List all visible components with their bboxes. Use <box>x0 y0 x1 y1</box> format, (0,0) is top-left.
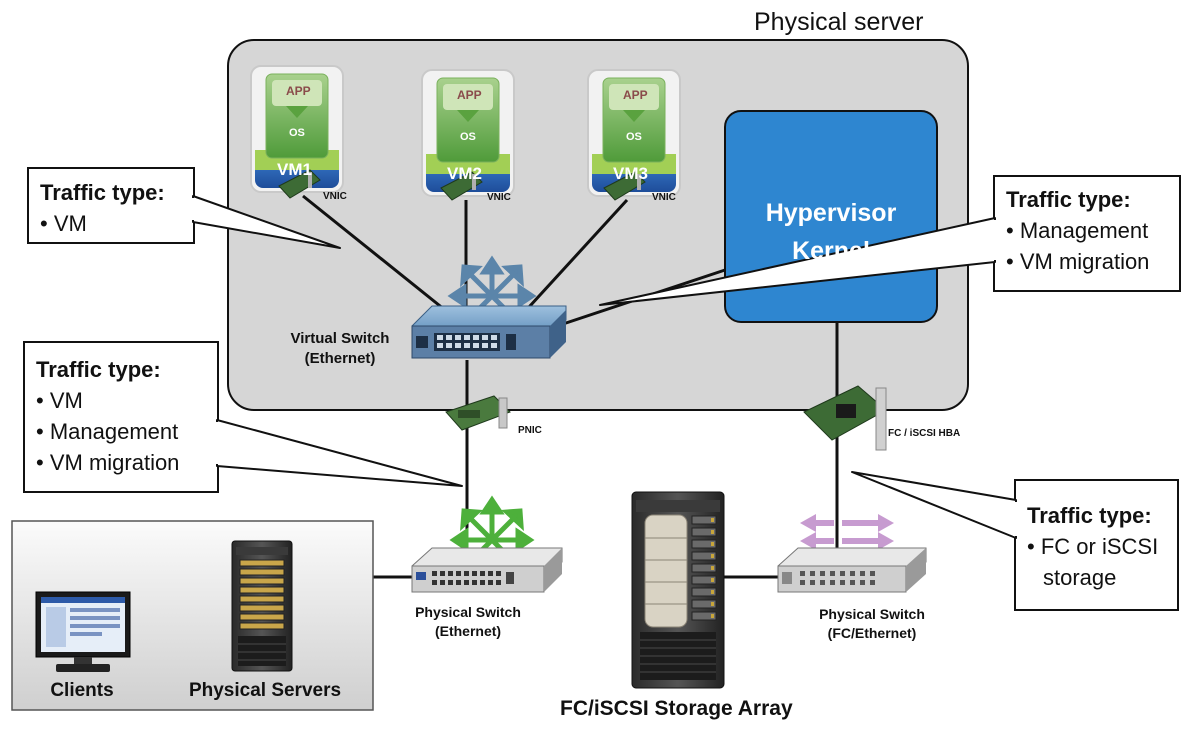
monitor-icon <box>35 591 131 672</box>
callout-migration-item: VM migration <box>1006 246 1150 277</box>
virtual-switch-line2: (Ethernet) <box>304 350 376 367</box>
hba-label: FC / iSCSI HBA <box>888 428 961 439</box>
physical-switch-ethernet-label: Physical Switch (Ethernet) <box>402 603 534 641</box>
physical-server-title: Physical server <box>754 8 924 36</box>
callout-storage-item: FC or iSCSI <box>1027 531 1158 562</box>
vnic-card-icon <box>440 171 483 201</box>
callout-vm-management-migration-text: Traffic type: VM Management VM migration <box>36 354 179 478</box>
fc-switch-line1: Physical Switch <box>819 606 925 622</box>
vm3-name: VM3 <box>613 164 648 183</box>
eth-switch-line2: (Ethernet) <box>434 623 502 639</box>
callout-3-title: Traffic type: <box>36 357 161 382</box>
callout-storage-item-cont: storage <box>1043 565 1117 590</box>
hypervisor-label: Hypervisor Kernel <box>727 194 935 270</box>
physical-switch-fc-device <box>777 547 927 593</box>
physical-switch-ethernet-device <box>411 547 563 593</box>
vm3-os-label: OS <box>626 131 642 143</box>
hba-card-icon <box>803 385 887 451</box>
storage-array-label: FC/iSCSI Storage Array <box>560 697 793 720</box>
vnic-card-icon <box>603 171 646 201</box>
vm2-vnic-label: VNIC <box>487 192 511 203</box>
server-rack-icon <box>231 540 293 672</box>
callout-3-item-migration: VM migration <box>36 447 180 478</box>
callout-vm-item: VM <box>40 208 165 239</box>
callout-storage-text: Traffic type: FC or iSCSI storage <box>1027 500 1158 593</box>
vm3-icon <box>587 69 681 197</box>
vm3-app-label: APP <box>623 88 648 102</box>
eth-switch-line1: Physical Switch <box>415 604 521 620</box>
vm1-os-label: OS <box>289 127 305 139</box>
clients-label: Clients <box>50 680 114 701</box>
vm1-icon <box>250 65 344 193</box>
pnic-card-icon <box>445 395 511 431</box>
virtual-switch-line1: Virtual Switch <box>290 330 390 347</box>
callout-management-title: Traffic type: <box>1006 187 1131 212</box>
callout-management-text: Traffic type: Management VM migration <box>1006 184 1149 277</box>
vm2-name: VM2 <box>447 164 482 183</box>
fc-switch-arrows-icon <box>800 514 894 550</box>
pnic-label: PNIC <box>518 425 542 436</box>
vm1-app-label: APP <box>286 84 311 98</box>
physical-servers-label: Physical Servers <box>188 680 342 701</box>
virtual-switch-device <box>411 305 567 359</box>
vm1-vnic-label: VNIC <box>323 191 347 202</box>
vm2-app-label: APP <box>457 88 482 102</box>
vm2-os-label: OS <box>460 131 476 143</box>
physical-switch-fc-label: Physical Switch (FC/Ethernet) <box>806 605 938 643</box>
vm3-vnic-label: VNIC <box>652 192 676 203</box>
callout-3-item-vm: VM <box>36 385 179 416</box>
callout-3-item-management: Management <box>36 416 179 447</box>
hypervisor-line1: Hypervisor <box>765 199 897 227</box>
callout-vm-text: Traffic type: VM <box>40 177 165 239</box>
storage-array-icon <box>631 491 725 689</box>
callout-vm-title: Traffic type: <box>40 180 165 205</box>
fc-switch-line2: (FC/Ethernet) <box>827 625 917 641</box>
callout-storage-title: Traffic type: <box>1027 503 1152 528</box>
callout-management-item: Management <box>1006 215 1149 246</box>
vnic-card-icon <box>278 169 321 199</box>
hypervisor-line2: Kernel <box>792 237 870 265</box>
virtual-switch-label: Virtual Switch (Ethernet) <box>280 329 400 369</box>
vm2-icon <box>421 69 515 197</box>
vm1-name: VM1 <box>277 160 312 179</box>
